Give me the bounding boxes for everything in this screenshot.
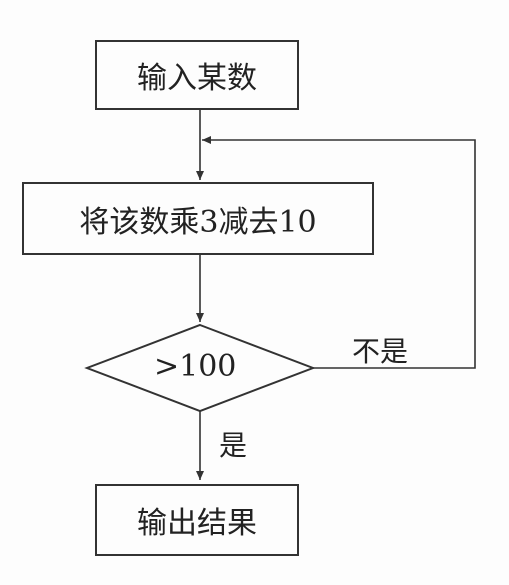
output-step-box: 输出结果 <box>95 484 299 556</box>
input-step-text: 输入某数 <box>137 61 257 96</box>
no-branch-label: 不是 <box>352 335 409 368</box>
input-step-box: 输入某数 <box>95 40 299 110</box>
output-step-text: 输出结果 <box>137 506 257 541</box>
loop-back-arrow <box>202 136 476 369</box>
yes-branch-label: 是 <box>219 429 248 462</box>
process-step-box: 将该数乘3减去10 <box>22 182 374 255</box>
process-step-text: 将该数乘3减去10 <box>79 204 317 240</box>
decision-text: >100 <box>154 349 237 384</box>
